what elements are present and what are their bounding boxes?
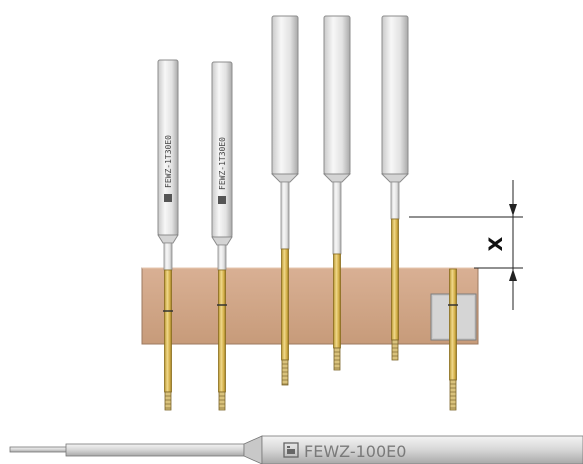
mounting-block [141, 267, 479, 345]
probe-3-plunger [281, 248, 289, 361]
probe-group: FEWZ-1T30E0 FEWZ-1T30E0 [157, 15, 458, 411]
tool-label: FEWZ-100E0 [304, 442, 406, 461]
probe-3 [270, 15, 300, 386]
dimension-x: X [409, 180, 523, 310]
probe-2-plunger [218, 269, 226, 393]
probe-4-neck [332, 181, 342, 255]
probe-2-print: FEWZ-1T30E0 [218, 137, 227, 190]
probe-1-plunger [164, 269, 172, 393]
probe-5-tip [391, 339, 399, 361]
probe-4-barrel [323, 15, 351, 175]
probe-1-logo-icon [164, 194, 172, 202]
probe-1-print: FEWZ-1T30E0 [164, 135, 173, 188]
dimension-x-label: X [485, 236, 507, 251]
probe-5-neck [390, 181, 400, 220]
probe-5-barrel [381, 15, 409, 175]
probe-5 [380, 15, 410, 361]
tool-logo-icon [283, 442, 299, 458]
probe-5-plunger [391, 218, 399, 341]
insertion-tool: FEWZ-100E0 [9, 435, 583, 464]
probe-4-plunger [333, 253, 341, 349]
probe-1-neck [163, 242, 173, 271]
probe-1-tip [164, 391, 172, 411]
probe-2-logo-icon [218, 196, 226, 204]
probe-6 [448, 268, 458, 411]
probe-3-neck [280, 181, 290, 250]
probe-4 [322, 15, 352, 371]
probe-3-barrel [271, 15, 299, 175]
probe-2-tip [218, 391, 226, 411]
probe-6-plunger [449, 268, 457, 381]
probe-3-tip [281, 359, 289, 386]
probe-1: FEWZ-1T30E0 [157, 59, 179, 411]
probe-4-tip [333, 347, 341, 371]
probe-2: FEWZ-1T30E0 [211, 61, 233, 411]
probe-2-neck [217, 244, 227, 271]
probe-6-tip [449, 379, 457, 411]
